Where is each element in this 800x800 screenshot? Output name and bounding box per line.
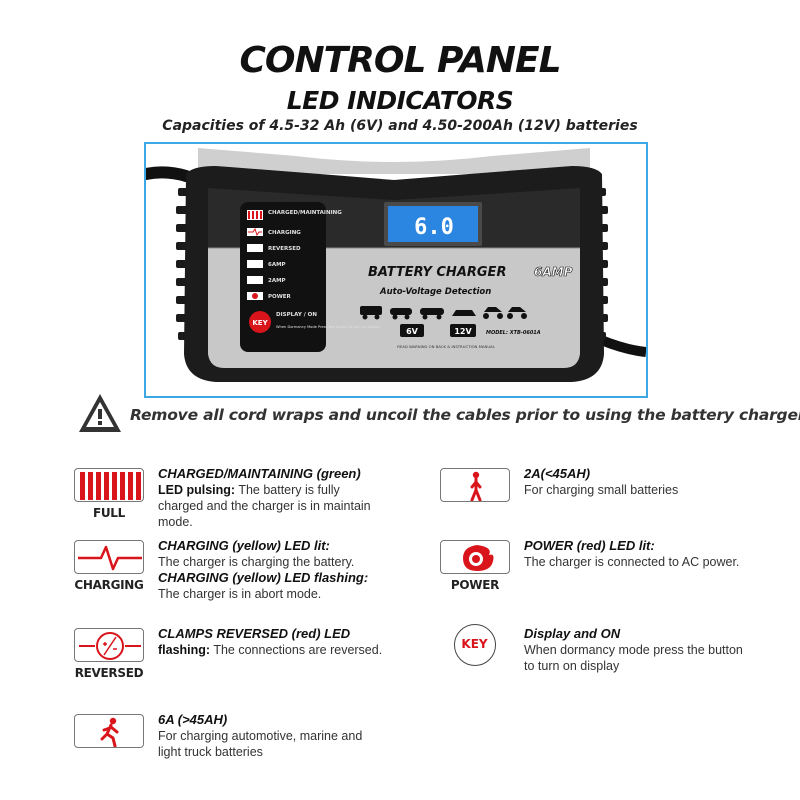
- charging-body-lit: The charger is charging the battery.: [158, 555, 355, 569]
- charging-indicator-box: [74, 540, 144, 574]
- pulse-wave-icon: [78, 545, 142, 571]
- device-read-warning: READ WARNING ON BACK & INSTRUCTION MANUA…: [397, 344, 496, 349]
- full-description: LED pulsing: The battery is fully charge…: [158, 482, 388, 530]
- device-amp-rating: 6AMP: [534, 265, 573, 279]
- device-brand-title: BATTERY CHARGER: [368, 265, 506, 280]
- panel-label-power: POWER: [268, 294, 292, 300]
- six-amp-body: For charging automotive, marine and ligh…: [158, 729, 363, 759]
- six-amp-heading: 6A (>45AH): [158, 712, 228, 727]
- warning-row: Remove all cord wraps and uncoil the cab…: [78, 392, 800, 440]
- device-voltage-12: 12V: [454, 327, 472, 336]
- lcd-readout: 6.0: [414, 215, 454, 240]
- key-body: When dormancy mode press the button to t…: [524, 643, 743, 673]
- running-person-icon: [100, 717, 119, 747]
- two-amp-indicator-box: [440, 468, 510, 502]
- charging-heading-lit: CHARGING (yellow) LED lit:: [158, 538, 330, 553]
- reversed-body: The connections are reversed.: [210, 643, 383, 657]
- capacity-note: Capacities of 4.5-32 Ah (6V) and 4.50-20…: [162, 118, 638, 134]
- reversed-polarity-icon: [79, 632, 141, 660]
- six-amp-indicator-box: [74, 714, 144, 748]
- charging-caption: CHARGING: [74, 578, 144, 592]
- reversed-description: flashing: The connections are reversed.: [158, 642, 388, 658]
- key-badge-label: KEY: [461, 637, 488, 651]
- key-badge: KEY: [454, 624, 496, 666]
- panel-label-2amp: 2AMP: [268, 278, 286, 284]
- full-caption: FULL: [92, 506, 126, 520]
- panel-display-on-note: When Dormancy Mode Press the button to t…: [276, 325, 381, 329]
- warning-text: Remove all cord wraps and uncoil the cab…: [130, 406, 800, 424]
- page-subtitle: LED INDICATORS: [286, 86, 514, 115]
- key-heading: Display and ON: [524, 626, 621, 641]
- battery-charger-illustration: CHARGED/MAINTAINING CHARGING REVERSED 6A…: [146, 148, 646, 382]
- device-auto-detect: Auto-Voltage Detection: [379, 287, 491, 297]
- full-bold-lead: LED pulsing:: [158, 483, 236, 497]
- full-heading: CHARGED/MAINTAINING (green): [158, 466, 361, 481]
- reversed-caption: REVERSED: [74, 666, 144, 680]
- page-title: CONTROL PANEL: [239, 40, 561, 81]
- panel-label-charging: CHARGING: [268, 230, 301, 236]
- full-indicator-box: [74, 468, 144, 502]
- charging-heading-flashing: CHARGING (yellow) LED flashing:: [158, 570, 369, 585]
- panel-label-charged: CHARGED/MAINTAINING: [268, 210, 342, 216]
- power-icon: [463, 545, 494, 571]
- power-body: The charger is connected to AC power.: [524, 555, 740, 569]
- reversed-indicator-box: [74, 628, 144, 662]
- panel-label-6amp: 6AMP: [268, 262, 286, 268]
- full-body: The battery is fully charged and the cha…: [158, 483, 371, 529]
- device-model: MODEL: XTB-0601A: [486, 330, 541, 336]
- two-amp-heading: 2A(<45AH): [524, 466, 591, 481]
- product-image: CHARGED/MAINTAINING CHARGING REVERSED 6A…: [144, 142, 648, 398]
- panel-label-reversed: REVERSED: [268, 246, 301, 252]
- full-bars-icon: [80, 472, 141, 500]
- charging-body-flashing: The charger is in abort mode.: [158, 587, 322, 601]
- reversed-heading: CLAMPS REVERSED (red) LED: [158, 626, 351, 641]
- panel-key-button: KEY: [252, 319, 268, 327]
- panel-display-on-label: DISPLAY / ON: [276, 312, 317, 318]
- device-voltage-6: 6V: [406, 327, 419, 336]
- warning-triangle-icon: [79, 394, 121, 432]
- power-heading: POWER (red) LED lit:: [524, 538, 655, 553]
- power-caption: POWER: [450, 578, 500, 592]
- power-indicator-box: [440, 540, 510, 574]
- reversed-bold-lead: flashing:: [158, 643, 211, 657]
- walking-person-icon: [470, 471, 482, 501]
- two-amp-body: For charging small batteries: [524, 483, 679, 497]
